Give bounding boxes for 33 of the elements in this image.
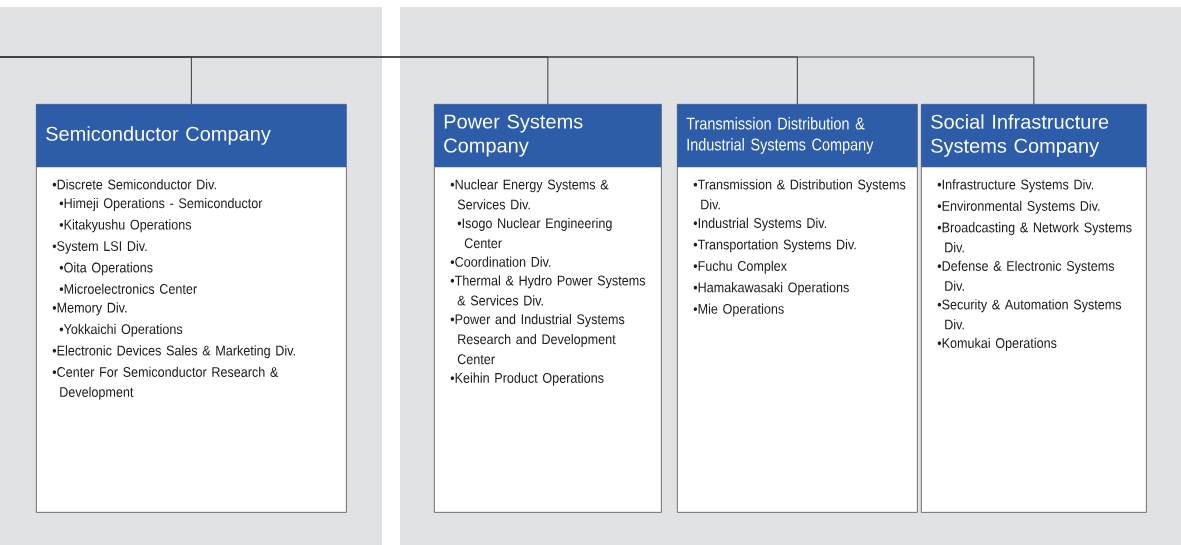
list-item: •Hamakawasaki Operations (693, 282, 849, 296)
list-item: •Electronic Devices Sales & Marketing Div. (52, 345, 295, 359)
list-item: •Center For Semiconductor Research & Development (52, 366, 279, 400)
list-item: •Oita Operations (59, 262, 153, 276)
list-item: •Environmental Systems Div. (937, 200, 1100, 214)
list-item: •Thermal & Hydro Power Systems & Services Div. (450, 275, 646, 306)
list-item: •System LSI Div. (52, 240, 147, 254)
list-item: •Infrastructure Systems Div. (937, 179, 1094, 193)
header-band: Power Systems Company (434, 104, 662, 168)
list-item: •Power and Industrial Systems Research and Development Center (450, 313, 625, 365)
header-band: Social Infrastructure Systems Company (921, 104, 1147, 168)
list-item: •Coordination Div. (450, 256, 551, 267)
list-item: •Defense & Electronic Systems Div. (937, 260, 1115, 291)
list-item: •Fuchu Complex (693, 260, 787, 274)
list-item: •Security & Automation Systems Div. (937, 299, 1122, 330)
list-item: •Yokkaichi Operations (59, 323, 183, 337)
list-item: •Microelectronics Center (59, 283, 197, 294)
list-item: •Transportation Systems Div. (693, 239, 856, 253)
list-item: •Komukai Operations (937, 337, 1057, 351)
list-item: •Industrial Systems Div. (693, 217, 826, 231)
list-item: •Kitakyushu Operations (59, 219, 192, 233)
list-item: •Mie Operations (693, 303, 784, 317)
list-item: •Memory Div. (52, 302, 127, 316)
list-item: •Nuclear Energy Systems & Services Div. (450, 179, 609, 210)
list-item: •Keihin Product Operations (450, 372, 604, 386)
header-band: Semiconductor Company (36, 104, 347, 168)
header-band: Transmission Distribution & Industrial Systems Company (677, 104, 918, 168)
list-item: •Himeji Operations - Semiconductor (59, 197, 263, 211)
list-item: •Isogo Nuclear Engineering Center (457, 217, 612, 249)
connector-line (0, 56, 1035, 105)
list-item: •Broadcasting & Network Systems Div. (937, 222, 1132, 253)
list-item: •Transmission & Distribution Systems Div. (693, 179, 906, 210)
list-item: •Discrete Semiconductor Div. (52, 179, 216, 190)
